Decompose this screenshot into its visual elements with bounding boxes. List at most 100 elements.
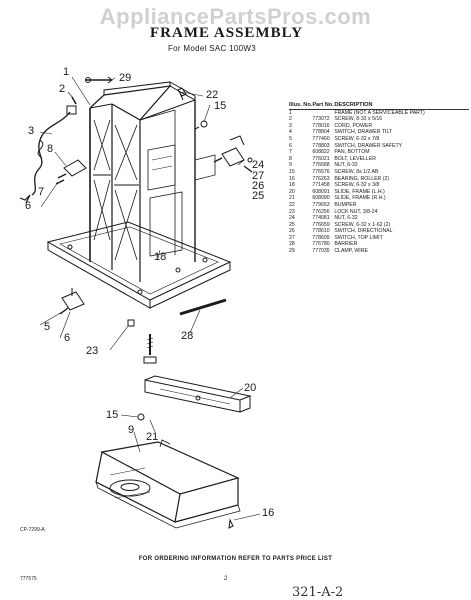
parts-cell-part: 608091 — [312, 188, 330, 195]
parts-cell-illus: 18 — [289, 182, 295, 189]
callout-2: 2 — [59, 83, 66, 95]
parts-cell-illus: 8 — [289, 155, 292, 162]
parts-cell-desc: SCREW, 6-32 x 3/8 — [334, 182, 380, 189]
handwritten-note: 321-A-2 — [292, 585, 344, 600]
parts-cell-desc: SCREW, 6-32 x 1-62 (2) — [334, 221, 391, 228]
parts-cell-part: 608090 — [312, 195, 330, 202]
header-description: DESCRIPTION — [334, 102, 373, 108]
parts-cell-part: 608822 — [312, 149, 330, 156]
parts-cell-part: 778610 — [312, 228, 330, 235]
power-cord-part — [19, 105, 77, 204]
callout-28: 28 — [181, 330, 194, 342]
parts-cell-desc: LOCK NUT, 3/8-24 — [334, 208, 378, 215]
parts-cell-desc: SCREW, 8-32 x 5/16 — [334, 116, 383, 123]
parts-cell-illus: 28 — [289, 241, 295, 248]
watermark: AppliancePartsPros.com — [99, 4, 372, 29]
parts-cell-desc: SWITCH, DIRECTIONAL — [334, 228, 393, 235]
parts-cell-part: 778016 — [312, 122, 330, 129]
callout-21: 21 — [146, 431, 159, 443]
parts-cell-part: 776659 — [312, 221, 330, 228]
parts-cell-illus: 21 — [289, 195, 295, 202]
parts-cell-desc: SLIDE, FRAME (L.H.) — [334, 188, 385, 195]
diagram-code: CP-7299-A — [20, 527, 45, 533]
parts-row: 25 776659 SCREW, 6-32 x 1-62 (2) — [289, 222, 469, 229]
callout-8: 8 — [47, 143, 54, 155]
parts-cell-illus: 4 — [289, 129, 292, 136]
parts-cell-part: 776688 — [312, 162, 330, 169]
parts-cell-illus: 23 — [289, 208, 295, 215]
parts-cell-desc: BUMPER — [334, 201, 357, 208]
parts-cell-part: 778804 — [312, 129, 330, 136]
parts-cell-illus: 3 — [289, 122, 292, 129]
parts-cell-desc: SWITCH, DRAWER TILT — [334, 129, 393, 136]
parts-cell-desc: BARRIER — [334, 241, 358, 248]
header-illus: Illus. No. — [289, 102, 313, 108]
callout-25: 25 — [252, 190, 265, 202]
parts-cell-part: 777035 — [312, 248, 330, 255]
parts-cell-illus: 5 — [289, 135, 292, 142]
parts-cell-illus: 6 — [289, 142, 292, 149]
parts-cell-desc: BEARING, ROLLER (2) — [334, 175, 390, 182]
parts-table-header: Illus. No. Part No. DESCRIPTION — [289, 102, 469, 109]
parts-cell-part: 779653 — [312, 201, 330, 208]
parts-cell-desc: SCREW, 6-32 x 7/8 — [334, 135, 380, 142]
callout-20: 20 — [244, 382, 257, 394]
parts-cell-part: 778609 — [312, 234, 330, 241]
parts-cell-illus: 1 — [289, 109, 292, 116]
callout-1: 1 — [63, 66, 70, 78]
frame-body — [46, 81, 232, 309]
parts-row: 16 776263 BEARING, ROLLER (2) — [289, 176, 469, 183]
parts-cell-part: 776256 — [312, 208, 330, 215]
parts-cell-illus: 26 — [289, 228, 295, 235]
switch-part-5 — [59, 288, 85, 315]
parts-row: 23 776256 LOCK NUT, 3/8-24 — [289, 209, 469, 216]
parts-cell-desc: CLAMP, WIRE — [334, 248, 368, 255]
parts-row: 3 778016 CORD, POWER — [289, 123, 469, 130]
switch-group-right — [213, 135, 253, 173]
callout-29: 29 — [119, 72, 132, 84]
parts-cell-illus: 25 — [289, 221, 295, 228]
parts-cell-illus: 15 — [289, 168, 295, 175]
parts-cell-part: 776263 — [312, 175, 330, 182]
parts-row: 4 778804 SWITCH, DRAWER TILT — [289, 129, 469, 136]
barrier-part — [179, 298, 227, 316]
parts-cell-illus: 16 — [289, 175, 295, 182]
parts-cell-desc: SWITCH, DRAWER SAFETY — [334, 142, 403, 149]
doc-number: 777575 — [20, 576, 37, 582]
callout-16: 16 — [262, 507, 275, 519]
screw-part-2 — [71, 96, 77, 105]
parts-cell-part: 777460 — [312, 135, 330, 142]
bumper-part — [177, 87, 187, 101]
callout-9: 9 — [128, 424, 135, 436]
switch-part-8 — [55, 159, 87, 185]
parts-cell-illus: 24 — [289, 215, 295, 222]
parts-cell-illus: 29 — [289, 248, 295, 255]
roller-bearing-part — [228, 513, 261, 529]
parts-row: 26 778610 SWITCH, DIRECTIONAL — [289, 228, 469, 235]
callout-5: 5 — [44, 321, 51, 333]
callout-22: 22 — [206, 89, 219, 101]
callout-24: 24 — [252, 159, 265, 171]
callout-27: 27 — [252, 170, 265, 182]
parts-cell-desc: CORD, POWER — [334, 122, 373, 129]
callout-15b: 15 — [106, 409, 119, 421]
parts-row: 5 777460 SCREW, 6-32 x 7/8 — [289, 136, 469, 143]
callout-6b: 6 — [64, 332, 71, 344]
parts-cell-illus: 2 — [289, 116, 292, 123]
parts-cell-desc: SWITCH, TOP LIMIT — [334, 234, 383, 241]
callout-26: 26 — [252, 180, 265, 192]
